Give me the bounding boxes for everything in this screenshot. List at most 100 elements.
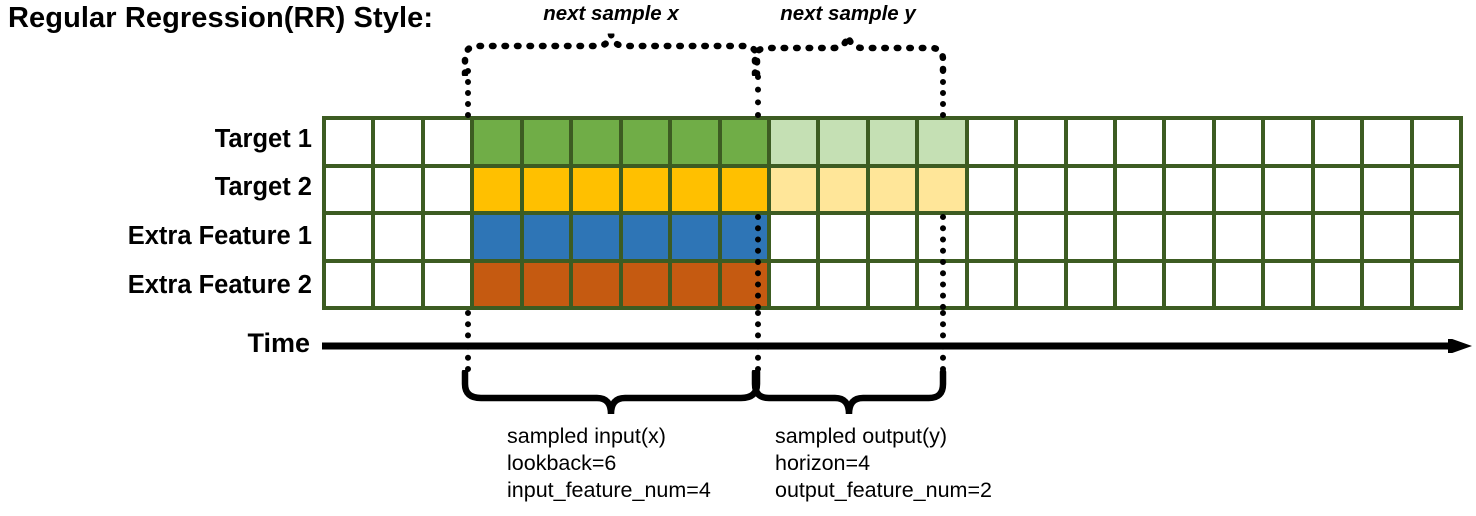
timeline-cell-blank xyxy=(326,215,372,259)
timeline-cell-blank xyxy=(968,167,1015,211)
timeline-cell-blank xyxy=(375,120,421,164)
top-brace-next-sample-x xyxy=(461,33,761,76)
dotted-connector-input-end-top xyxy=(755,74,761,118)
timeline-cell-input xyxy=(474,120,520,164)
timeline-cell-blank xyxy=(1364,215,1410,259)
row-label-extra-feature-1: Extra Feature 1 xyxy=(127,222,312,250)
time-axis-label: Time xyxy=(247,328,310,358)
row-label-target-2: Target 2 xyxy=(214,173,312,201)
timeline-cell-blank xyxy=(1117,167,1163,211)
caption-sampled-input: sampled input(x) lookback=6 input_featur… xyxy=(507,423,711,504)
timeline-cell-output xyxy=(869,215,916,259)
timeline-cell-blank xyxy=(1314,262,1361,306)
timeline-cell-blank xyxy=(1117,120,1163,164)
caption-output-feature-num: output_feature_num=2 xyxy=(775,478,992,502)
timeline-cell-blank xyxy=(1215,167,1262,211)
timeline-row xyxy=(326,167,1460,211)
timeline-cell-input xyxy=(622,167,669,211)
timeline-cell-blank xyxy=(1364,167,1410,211)
timeline-cell-input xyxy=(622,120,669,164)
timeline-row xyxy=(326,215,1460,259)
timeline-cell-input xyxy=(672,215,718,259)
timeline-cell-blank xyxy=(1067,167,1113,211)
timeline-cell-blank xyxy=(1364,262,1410,306)
timeline-cell-input xyxy=(573,120,619,164)
timeline-cell-blank xyxy=(1413,262,1460,306)
timeline-cell-blank xyxy=(326,262,372,306)
timeline-cell-blank xyxy=(1215,120,1262,164)
timeline-cell-blank xyxy=(1364,120,1410,164)
timeline-cell-blank xyxy=(1413,167,1460,211)
dotted-connector-input-end-mid xyxy=(755,214,761,310)
timeline-cell-input xyxy=(721,167,767,211)
timeline-cell-input xyxy=(573,262,619,306)
timeline-cell-input xyxy=(474,167,520,211)
timeline-cell-blank xyxy=(1413,215,1460,259)
timeline-cell-input xyxy=(672,120,718,164)
caption-output-title: sampled output(y) xyxy=(775,424,948,448)
row-label-target-1: Target 1 xyxy=(214,125,312,153)
caption-input-lookback: lookback=6 xyxy=(507,451,617,475)
dotted-connector-input-start-top xyxy=(465,68,471,118)
time-axis-arrow xyxy=(322,339,1472,353)
dotted-connector-input-end-bottom xyxy=(755,310,761,372)
timeline-cell-output xyxy=(770,167,817,211)
timeline-cell-blank xyxy=(1166,215,1212,259)
timeline-cell-blank xyxy=(1166,120,1212,164)
timeline-cell-blank xyxy=(424,120,471,164)
timeline-cell-input xyxy=(523,120,570,164)
timeline-cell-blank xyxy=(1018,262,1064,306)
dotted-connector-output-end-bottom xyxy=(940,310,946,372)
timeline-cell-input xyxy=(721,120,767,164)
timeline-cell-blank xyxy=(1265,262,1311,306)
timeline-cell-blank xyxy=(424,262,471,306)
timeline-cell-output xyxy=(919,167,965,211)
timeline-cell-blank xyxy=(1413,120,1460,164)
timeline-row xyxy=(326,262,1460,306)
timeline-cell-blank xyxy=(375,167,421,211)
page-title: Regular Regression(RR) Style: xyxy=(8,2,434,34)
timeline-cell-blank xyxy=(1067,262,1113,306)
timeline-cell-output xyxy=(869,120,916,164)
timeline-cell-blank xyxy=(968,120,1015,164)
timeline-cell-blank xyxy=(1265,215,1311,259)
timeline-cell-blank xyxy=(1215,215,1262,259)
timeline-cell-output xyxy=(770,120,817,164)
timeline-cell-blank xyxy=(1314,167,1361,211)
timeline-cell-output xyxy=(820,120,866,164)
timeline-cell-blank xyxy=(1166,262,1212,306)
timeline-cell-input xyxy=(573,215,619,259)
caption-output-horizon: horizon=4 xyxy=(775,451,871,475)
bottom-brace-sampled-output xyxy=(751,370,947,415)
timeline-cell-blank xyxy=(968,262,1015,306)
timeline-cell-blank xyxy=(1265,120,1311,164)
timeline-cell-blank xyxy=(1314,215,1361,259)
row-label-group: Target 1 Target 2 Extra Feature 1 Extra … xyxy=(0,116,312,310)
timeline-cell-blank xyxy=(1215,262,1262,306)
timeline-cell-output xyxy=(770,215,817,259)
dotted-connector-output-end-top xyxy=(940,68,946,118)
caption-sampled-output: sampled output(y) horizon=4 output_featu… xyxy=(775,423,992,504)
timeline-cell-blank xyxy=(375,215,421,259)
timeline-row xyxy=(326,120,1460,164)
timeline-cell-output xyxy=(919,120,965,164)
timeline-cell-output xyxy=(869,167,916,211)
timeline-cell-blank xyxy=(1018,120,1064,164)
timeline-cell-input xyxy=(573,167,619,211)
timeline-cell-blank xyxy=(1117,215,1163,259)
timeline-cell-blank xyxy=(1018,167,1064,211)
timeline-cell-blank xyxy=(1314,120,1361,164)
row-label-extra-feature-2: Extra Feature 2 xyxy=(127,271,312,299)
timeline-cell-input xyxy=(672,262,718,306)
bottom-brace-sampled-input xyxy=(461,370,761,415)
timeline-cell-output xyxy=(820,215,866,259)
top-annotation-next-sample-x: next sample x xyxy=(543,2,679,25)
timeline-cell-blank xyxy=(326,120,372,164)
caption-input-title: sampled input(x) xyxy=(507,424,666,448)
timeline-cell-input xyxy=(523,262,570,306)
timeline-cell-blank xyxy=(1117,262,1163,306)
timeline-cell-blank xyxy=(1265,167,1311,211)
timeline-cell-blank xyxy=(1166,167,1212,211)
timeline-cell-blank xyxy=(1067,120,1113,164)
